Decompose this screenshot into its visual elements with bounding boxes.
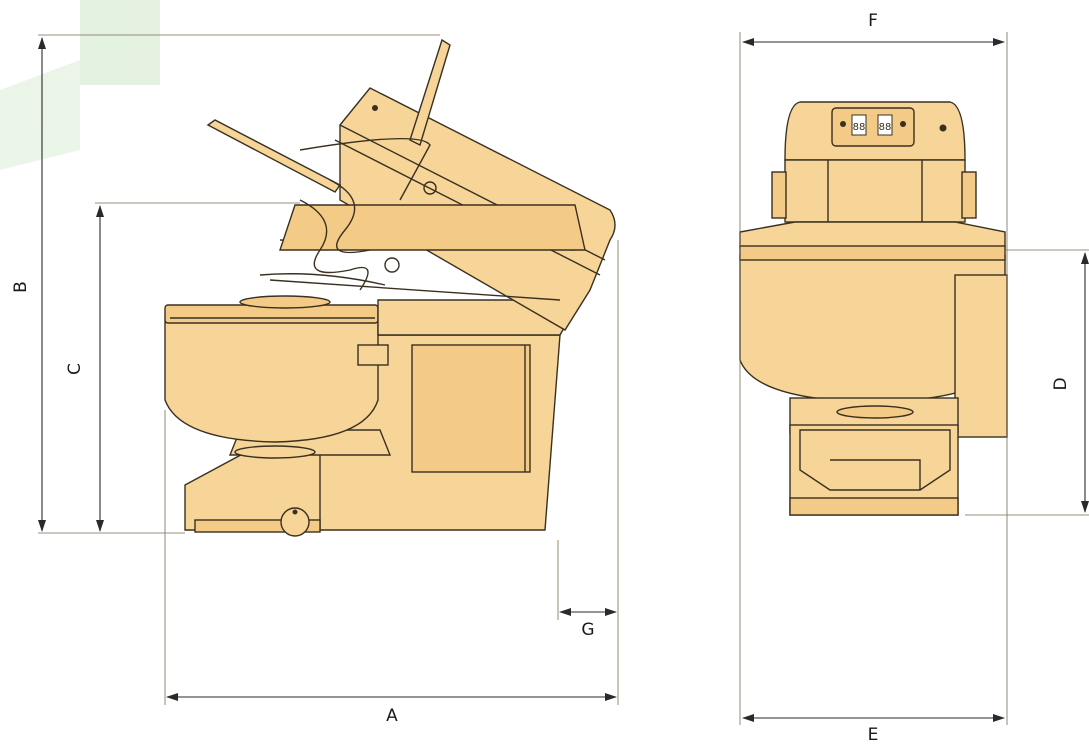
dimension-label-f: F — [868, 11, 878, 31]
dimension-label-g: G — [581, 620, 594, 640]
display-digit-2: 88 — [879, 122, 892, 133]
display-digit-1: 88 — [853, 122, 866, 133]
side-view-machine — [164, 38, 616, 537]
dimension-lines — [38, 32, 1089, 725]
dimension-label-b: B — [11, 281, 31, 293]
dimension-label-d: D — [1051, 377, 1071, 390]
dimension-label-c: C — [65, 363, 85, 375]
watermark-shape — [0, 0, 160, 170]
dimension-label-a: A — [386, 706, 398, 726]
front-view-machine: 88 88 — [739, 101, 1008, 516]
dimension-label-e: E — [868, 725, 879, 744]
